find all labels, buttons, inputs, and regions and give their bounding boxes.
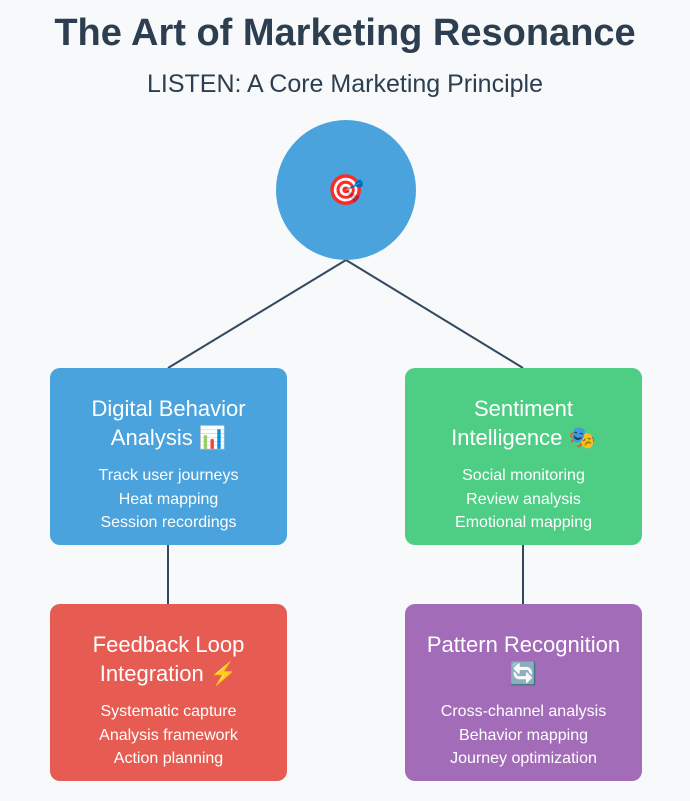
connector-hub-left [167, 259, 347, 369]
node-item: Cross-channel analysis [440, 703, 607, 720]
node-item: Action planning [113, 750, 224, 767]
node-sentiment-intelligence: Sentiment Intelligence 🎭 Social monitori… [405, 368, 642, 545]
node-title: Pattern Recognition 🔄 [426, 632, 621, 686]
connector-hub-right [345, 259, 524, 369]
hub-circle: 🎯 [276, 120, 416, 260]
node-item: Systematic capture [100, 703, 237, 720]
node-digital-behavior-analysis: Digital Behavior Analysis 📊 Track user j… [50, 368, 287, 545]
node-item: Review analysis [466, 490, 581, 508]
node-title: Sentiment Intelligence 🎭 [451, 396, 596, 450]
diagram-title: The Art of Marketing Resonance [54, 12, 636, 54]
target-icon: 🎯 [327, 173, 365, 207]
node-item: Heat mapping [118, 490, 219, 508]
diagram-subtitle: LISTEN: A Core Marketing Principle [147, 70, 543, 98]
node-item: Journey optimization [450, 750, 597, 767]
node-item: Behavior mapping [459, 726, 588, 744]
node-item: Session recordings [100, 514, 237, 531]
node-item: Analysis framework [99, 726, 238, 744]
node-item: Emotional mapping [455, 514, 592, 531]
node-title: Digital Behavior Analysis 📊 [91, 396, 246, 450]
node-item: Social monitoring [462, 467, 585, 484]
node-feedback-loop-integration: Feedback Loop Integration ⚡ Systematic c… [50, 604, 287, 781]
node-title: Feedback Loop Integration ⚡ [92, 632, 245, 686]
node-item: Track user journeys [98, 467, 239, 484]
node-pattern-recognition: Pattern Recognition 🔄 Cross-channel anal… [405, 604, 642, 781]
